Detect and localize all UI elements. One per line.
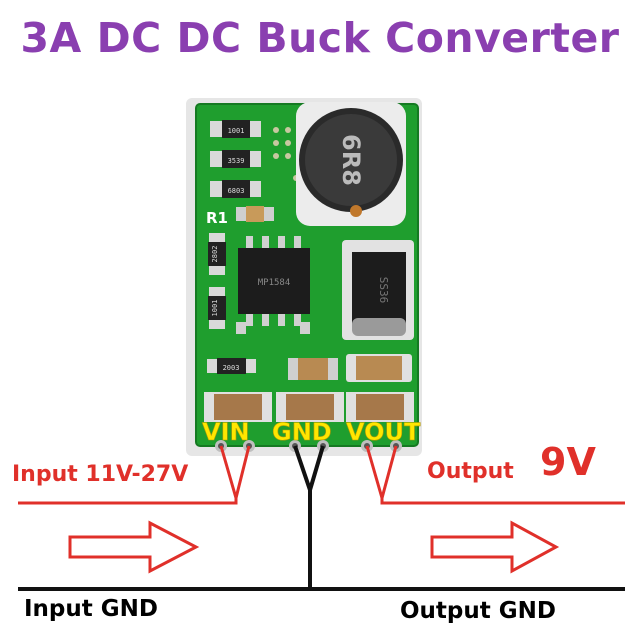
input-wire	[18, 445, 251, 505]
pin-label-gnd: GND	[272, 418, 332, 447]
resistor-left-2: 1001	[208, 287, 226, 329]
pin-label-vout: VOUT	[346, 418, 421, 447]
resistor-top-3: 6803	[210, 180, 261, 198]
resistor-top-1-code: 1001	[228, 127, 245, 135]
capacitor-small-mid	[288, 358, 338, 380]
resistor-top-1: 1001	[210, 120, 261, 138]
output-label: Output	[427, 459, 514, 484]
resistor-bottom-left-code: 2003	[223, 364, 240, 372]
output-wire	[365, 445, 625, 505]
output-voltage-label: 9V	[540, 440, 596, 484]
gnd-wire	[18, 445, 625, 591]
resistor-bottom-left: 2003	[207, 358, 256, 374]
inductor: 6R8	[296, 102, 406, 226]
capacitor-input	[204, 392, 272, 422]
resistor-left-1: 2802	[208, 233, 226, 275]
input-gnd-label: Input GND	[24, 596, 158, 622]
capacitor-small-right	[346, 354, 412, 382]
page-title: 3A DC DC Buck Converter	[20, 14, 620, 62]
capacitor-output	[346, 392, 414, 422]
inductor-code: 6R8	[337, 134, 365, 186]
resistor-top-3-code: 6803	[228, 187, 245, 195]
resistor-top-2-code: 3539	[228, 157, 245, 165]
ic-code: MP1584	[258, 278, 291, 288]
resistor-left-2-code: 1001	[211, 300, 219, 317]
r1-label: R1	[206, 209, 228, 227]
output-gnd-label: Output GND	[400, 598, 556, 624]
ic-chip: MP1584	[238, 236, 310, 326]
input-arrow-icon	[68, 520, 200, 574]
r1-component	[236, 206, 274, 222]
input-range-label: Input 11V-27V	[12, 462, 189, 487]
diode-code: SS36	[377, 277, 390, 304]
pin-label-vin: VIN	[202, 418, 250, 447]
resistor-top-2: 3539	[210, 150, 261, 168]
diode: SS36	[342, 240, 414, 340]
via-grid	[273, 127, 299, 181]
capacitor-center	[276, 392, 344, 422]
ic-side-pads	[236, 322, 310, 334]
resistor-left-1-code: 2802	[211, 246, 219, 263]
output-arrow-icon	[430, 520, 560, 574]
